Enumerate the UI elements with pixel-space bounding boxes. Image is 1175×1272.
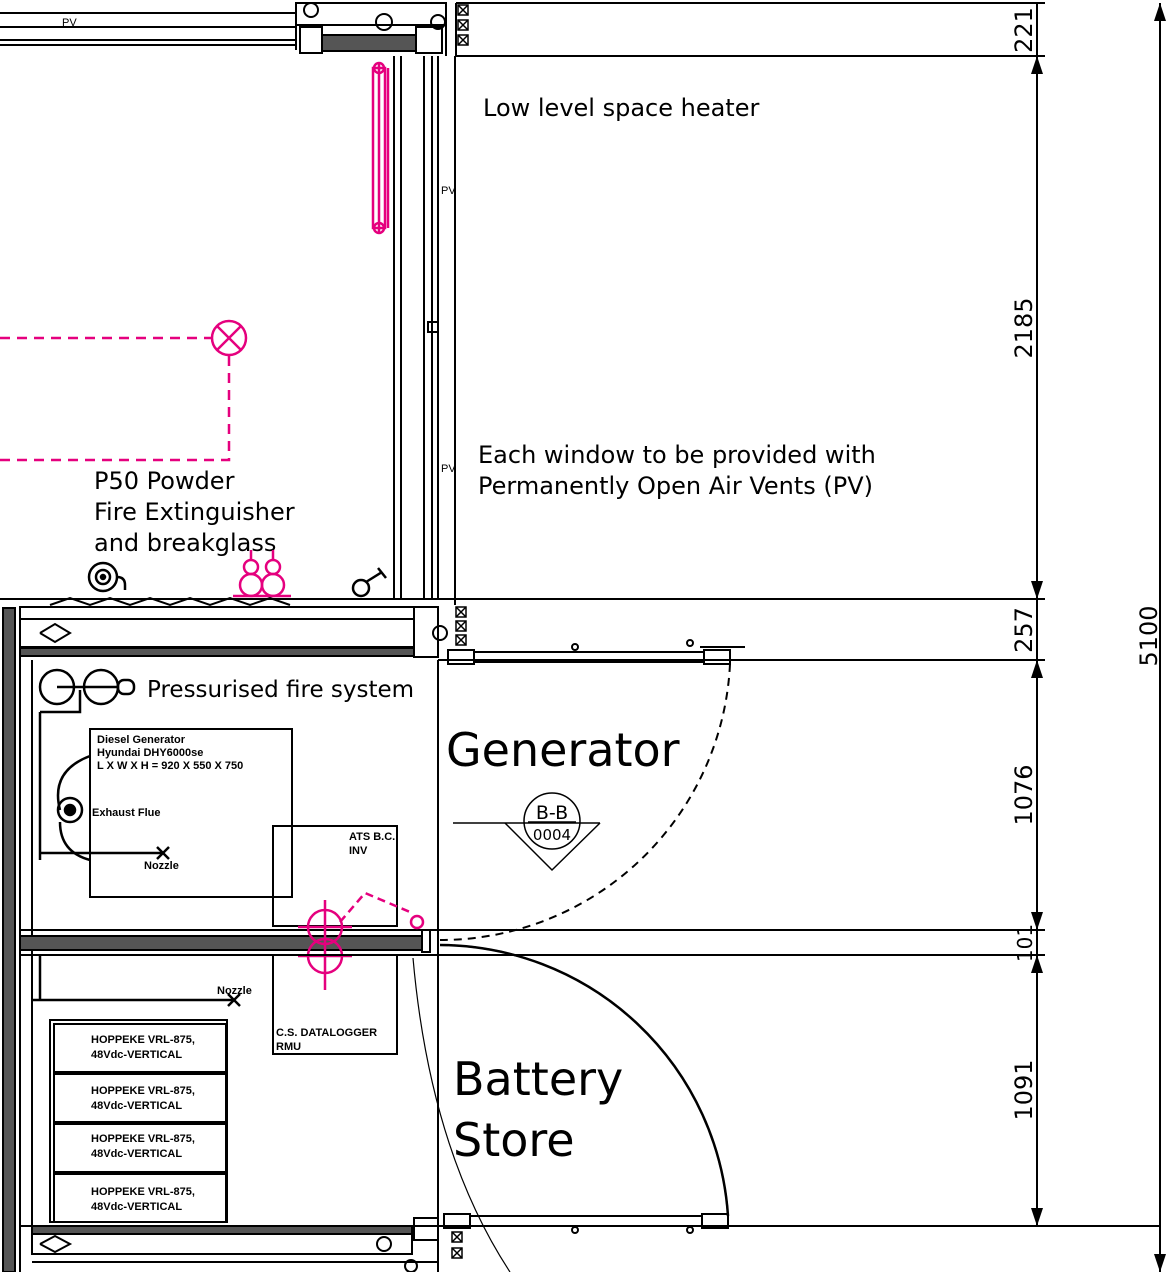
cs-label-line1: C.S. DATALOGGER — [276, 1027, 377, 1039]
bottom-wall — [20, 1213, 1045, 1272]
battery-racks — [49, 1019, 228, 1223]
left-wall — [2, 607, 439, 1272]
generator-room-label: Generator — [446, 723, 680, 777]
dim-101: 101 — [1013, 924, 1037, 962]
diesel-label-line3: L X W X H = 920 X 550 X 750 — [97, 760, 243, 772]
diesel-label-line2: Hyundai DHY6000se — [97, 747, 203, 759]
ats-label-line1: ATS B.C. — [349, 831, 395, 843]
battery-4-line2: 48Vdc-VERTICAL — [91, 1201, 182, 1213]
x-hatch-column-bottom — [451, 1231, 463, 1259]
diesel-label-line1: Diesel Generator — [97, 734, 186, 746]
pressurised-fire-label: Pressurised fire system — [147, 677, 414, 703]
battery-unit — [53, 1023, 227, 1073]
fire-wiring-dashed — [0, 336, 231, 462]
space-heater-label: Low level space heater — [483, 94, 759, 122]
dim-221: 221 — [1010, 7, 1038, 53]
extinguisher-label-line3: and breakglass — [94, 529, 276, 557]
top-window — [0, 3, 297, 50]
ats-label-line2: INV — [349, 845, 368, 857]
vents-note-line1: Each window to be provided with — [478, 441, 876, 469]
dimension-arrows — [1031, 3, 1166, 1272]
battery-door — [412, 943, 730, 1272]
exhaust-flue-label: Exhaust Flue — [92, 807, 160, 819]
dim-1091: 1091 — [1010, 1059, 1038, 1120]
battery-room-label-line2: Store — [453, 1113, 575, 1167]
x-hatch-column-top — [457, 4, 469, 46]
diesel-generator-box — [89, 728, 293, 898]
section-ref-label: B-B — [536, 802, 568, 824]
pv-window-lower-label: PV — [441, 463, 456, 475]
partition-wall — [19, 929, 1045, 956]
space-heater-icon — [371, 61, 390, 235]
hose-reel-icon — [87, 561, 127, 593]
battery-unit — [53, 1173, 227, 1223]
dim-1076: 1076 — [1010, 764, 1038, 825]
section-sheet-label: 0004 — [533, 826, 571, 844]
battery-2-line2: 48Vdc-VERTICAL — [91, 1100, 182, 1112]
valve-icon — [351, 567, 387, 598]
dim-2185: 2185 — [1010, 297, 1038, 358]
exhaust-flue-icon — [56, 754, 91, 862]
dim-257: 257 — [1010, 607, 1038, 653]
battery-room-label-line1: Battery — [453, 1052, 623, 1106]
pv-window-upper-label: PV — [441, 185, 456, 197]
top-wall-block — [295, 2, 457, 56]
battery-unit — [53, 1123, 227, 1173]
vents-note-line2: Permanently Open Air Vents (PV) — [478, 472, 873, 500]
battery-unit — [53, 1073, 227, 1123]
pv-top-label: PV — [62, 17, 77, 29]
battery-3-line2: 48Vdc-VERTICAL — [91, 1148, 182, 1160]
cs-label-line2: RMU — [276, 1041, 301, 1053]
battery-1-line1: HOPPEKE VRL-875, — [91, 1034, 195, 1046]
breakglass-icon — [210, 319, 248, 357]
extinguisher-label-line1: P50 Powder — [94, 467, 235, 495]
nozzle-lower-label: Nozzle — [217, 985, 252, 997]
battery-4-line1: HOPPEKE VRL-875, — [91, 1186, 195, 1198]
section-marker — [453, 792, 601, 872]
generator-door — [439, 639, 745, 942]
cs-datalogger-box — [272, 954, 398, 1055]
extinguisher-label-line2: Fire Extinguisher — [94, 498, 295, 526]
battery-2-line1: HOPPEKE VRL-875, — [91, 1085, 195, 1097]
nozzle-pipe-upper — [40, 846, 170, 860]
right-window — [393, 56, 456, 605]
nozzle-upper-label: Nozzle — [144, 860, 179, 872]
nozzle-pipe-lower — [32, 955, 241, 1007]
x-hatch-column-mid — [455, 606, 467, 646]
fire-extinguisher-icon — [233, 550, 291, 598]
dimension-lines — [1036, 3, 1161, 1272]
battery-1-line2: 48Vdc-VERTICAL — [91, 1049, 182, 1061]
battery-3-line1: HOPPEKE VRL-875, — [91, 1133, 195, 1145]
middle-wall — [0, 596, 1045, 661]
dim-total-5100: 5100 — [1135, 605, 1163, 666]
pressurised-fire-system-icon — [38, 668, 136, 860]
